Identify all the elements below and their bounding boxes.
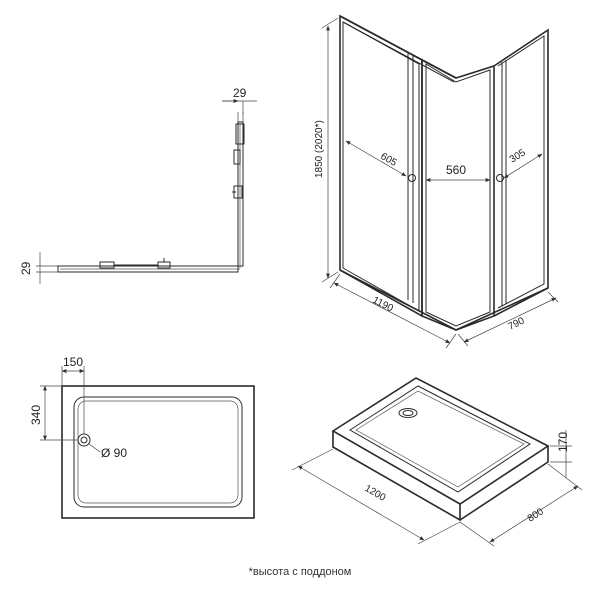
top-view: 29 29 xyxy=(19,86,257,284)
tray-plan: 150 340 Ø 90 xyxy=(29,355,255,519)
tray-outer-outline xyxy=(61,385,255,519)
enclosure-3d: 1850 (2020*) 605 560 305 1190 790 xyxy=(314,14,559,349)
overall-depth-dim: 790 xyxy=(506,315,526,332)
tray-3d-drain-icon xyxy=(398,408,418,418)
enclosure-height-dim: 1850 (2020*) xyxy=(314,120,325,178)
tray-3d: 170 1200 800 xyxy=(291,377,583,547)
top-view-dim-top: 29 xyxy=(233,86,247,100)
drain-offset-x-dim: 150 xyxy=(63,355,83,369)
top-view-door-handle xyxy=(99,261,115,269)
drain-icon xyxy=(77,433,91,447)
enclosure-door xyxy=(421,58,495,331)
fixed-panel-width-dim: 605 xyxy=(379,151,399,169)
drain-diameter-label: Ø 90 xyxy=(101,446,127,460)
door-handle-icon xyxy=(408,174,416,182)
top-view-dim-left: 29 xyxy=(19,261,33,275)
tray-length-dim: 1200 xyxy=(363,483,388,504)
tray-inner-outline xyxy=(73,396,243,508)
drain-offset-y-dim: 340 xyxy=(29,405,43,425)
top-view-side-wall xyxy=(57,121,244,273)
top-view-profile xyxy=(235,123,245,145)
tray-depth-dim: 800 xyxy=(526,506,546,524)
tray-3d-top xyxy=(331,377,550,505)
enclosure-left-panel xyxy=(339,14,423,318)
footnote: *высота с поддоном xyxy=(248,566,352,578)
door-width-dim: 560 xyxy=(446,163,466,177)
overall-length-dim: 1190 xyxy=(371,295,396,315)
side-panel-width-dim: 305 xyxy=(508,147,528,165)
tray-height-dim: 170 xyxy=(556,432,570,452)
